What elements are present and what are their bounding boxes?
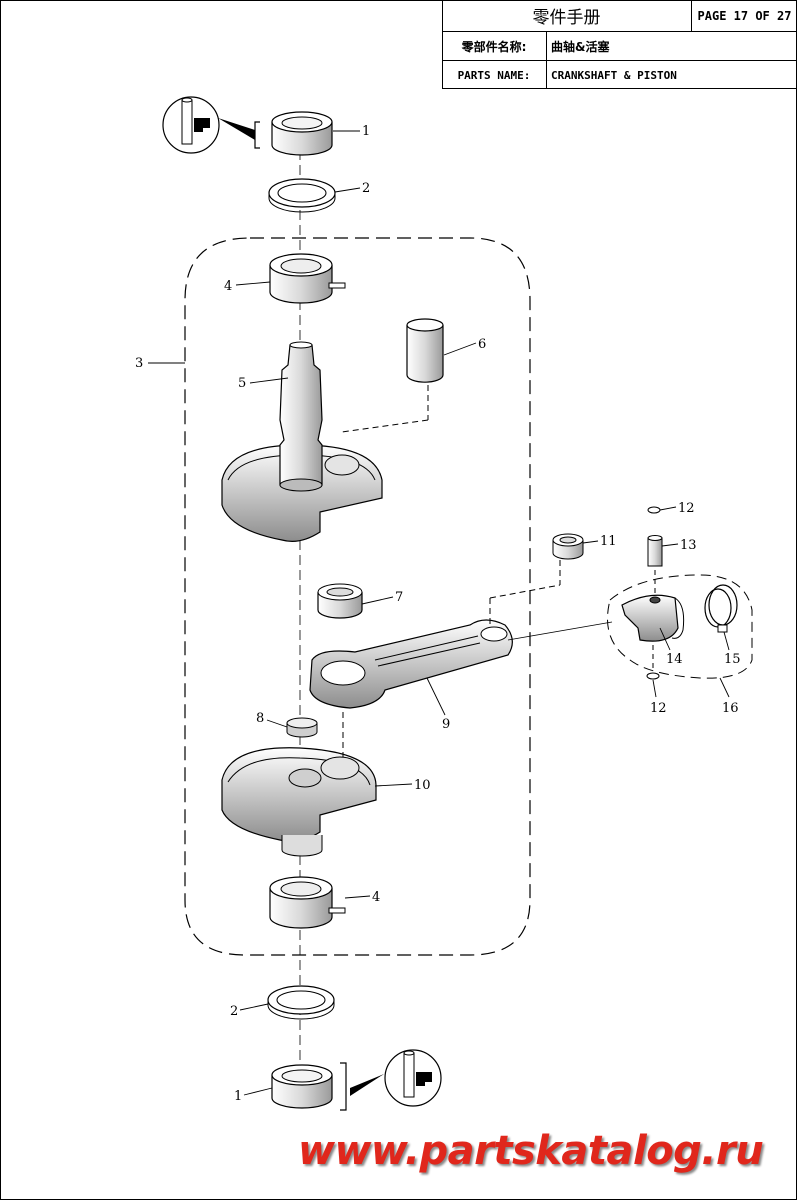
piston-rings [704, 584, 738, 633]
watermark-url[interactable]: www.partskatalog.ru [298, 1128, 764, 1174]
bearing-detail-icon-bottom [340, 1049, 442, 1111]
parts-name-label: PARTS NAME: [442, 61, 547, 89]
callout-11: 11 [600, 534, 617, 549]
bearing-bottom [271, 1064, 333, 1109]
callout-2-top: 2 [362, 181, 370, 196]
piston-pin-clip-bottom [646, 645, 660, 680]
page-number: PAGE 17 OF 27 [692, 0, 797, 32]
ring-bottom [267, 985, 335, 1020]
callout-5: 5 [238, 376, 246, 391]
callout-14: 14 [666, 652, 683, 667]
callout-9: 9 [442, 717, 450, 732]
needle-bearing-big-end [317, 583, 363, 619]
crankshaft-assembly-boundary [184, 237, 531, 956]
upper-crankshaft-half [221, 341, 383, 542]
piston-group-boundary [607, 574, 753, 679]
cn-name-label: 零部件名称: [442, 32, 547, 61]
callout-4-bottom: 4 [372, 890, 380, 905]
callout-7: 7 [395, 590, 403, 605]
manual-title: 零件手册 [442, 0, 692, 32]
callout-16: 16 [722, 701, 739, 716]
callout-1-bottom: 1 [234, 1089, 242, 1104]
ring-top [268, 178, 336, 213]
callout-15: 15 [724, 652, 741, 667]
bearing-top [271, 111, 333, 156]
bearing-detail-icon-top [162, 96, 260, 154]
callout-12-bottom: 12 [650, 701, 667, 716]
callout-4-top: 4 [224, 279, 232, 294]
lower-crankshaft-half [221, 712, 377, 857]
cn-name-value: 曲轴&活塞 [547, 32, 797, 61]
parts-name-value: CRANKSHAFT & PISTON [551, 68, 677, 82]
small-end-bearing [552, 533, 584, 560]
crank-pin-washer [286, 717, 318, 738]
piston-pin [647, 535, 663, 595]
callout-10: 10 [414, 778, 431, 793]
main-bearing-bottom [269, 876, 346, 929]
callout-2-bottom: 2 [230, 1004, 238, 1019]
callout-3: 3 [135, 356, 143, 371]
piston [621, 594, 685, 642]
callout-13: 13 [680, 538, 697, 553]
callout-1-top: 1 [362, 124, 370, 139]
callout-8: 8 [256, 711, 264, 726]
crank-pin [341, 318, 444, 433]
piston-pin-clip-top [647, 506, 661, 514]
main-bearing-top [269, 253, 346, 304]
callout-6: 6 [478, 337, 486, 352]
leader-lines [148, 130, 730, 1096]
connecting-rod [309, 560, 613, 709]
callout-12-top: 12 [678, 501, 695, 516]
title-block [442, 0, 797, 89]
